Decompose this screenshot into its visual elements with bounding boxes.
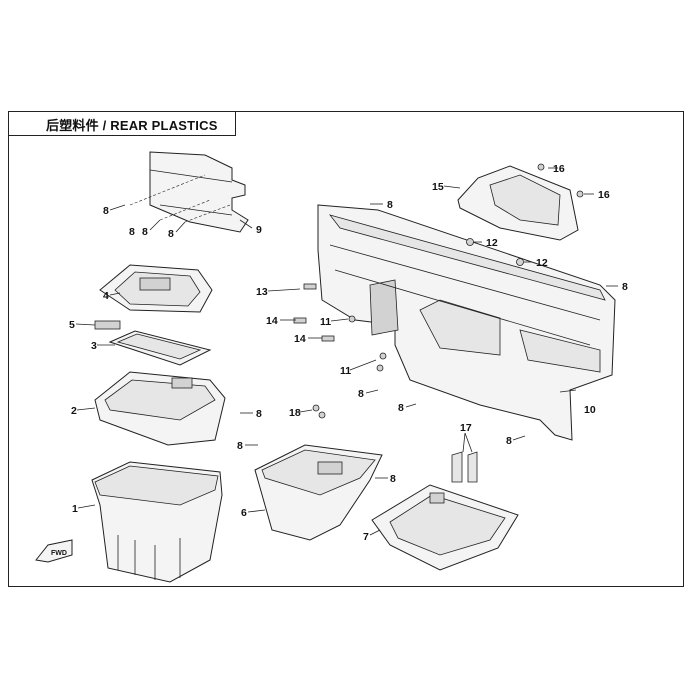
tab-13 (303, 283, 317, 290)
callout-11a: 11 (320, 316, 331, 328)
part-5-strip (94, 320, 121, 330)
fastener-16a (537, 163, 545, 171)
fastener-16b (576, 190, 584, 198)
part-10-rear-panel (317, 204, 616, 441)
fastener-12a (466, 238, 474, 246)
page-title: 后塑料件 / REAR PLASTICS (46, 118, 218, 133)
callout-1: 1 (72, 503, 78, 515)
callout-4: 4 (103, 290, 109, 302)
callout-12b: 12 (536, 257, 548, 269)
part-17-clips (451, 451, 478, 483)
callout-8j: 8 (237, 440, 243, 452)
fastener-11c (376, 364, 384, 372)
callout-18: 18 (289, 407, 301, 419)
callout-14a: 14 (266, 315, 278, 327)
callout-5: 5 (69, 319, 75, 331)
callout-6: 6 (241, 507, 247, 519)
fwd-label: FWD (51, 550, 67, 557)
fastener-group (293, 163, 584, 419)
fwd-badge: FWD (35, 539, 73, 563)
callout-13: 13 (256, 286, 268, 298)
part-4-tray (99, 264, 213, 313)
diagram-frame (8, 111, 684, 587)
callout-8l: 8 (129, 226, 135, 238)
tab-14a (293, 317, 307, 324)
tab-14b (321, 335, 335, 342)
callout-15: 15 (432, 181, 444, 193)
callout-10: 10 (584, 404, 596, 416)
part-2-upper-box (94, 371, 226, 446)
part-3-gasket (108, 330, 212, 366)
part-9-trim-panel (149, 151, 249, 233)
callout-9: 9 (256, 224, 262, 236)
fastener-11a (348, 315, 356, 323)
callout-8f: 8 (358, 388, 364, 400)
callout-labels: 1 2 3 4 5 6 7 8 8 8 8 8 8 8 8 8 8 8 8 9 … (69, 163, 628, 543)
leader-lines (75, 167, 618, 536)
part-6-center-box (254, 444, 383, 541)
callout-8b: 8 (142, 226, 148, 238)
callout-14b: 14 (294, 333, 306, 345)
callout-8e: 8 (622, 281, 628, 293)
fastener-11b (379, 352, 387, 360)
title-box (8, 111, 236, 136)
fastener-18b (318, 411, 326, 419)
part-7-lower-tray (371, 484, 519, 571)
callout-2: 2 (71, 405, 77, 417)
callout-12a: 12 (486, 237, 498, 249)
callout-3: 3 (91, 340, 97, 352)
callout-8k: 8 (390, 473, 396, 485)
callout-11b: 11 (340, 365, 351, 377)
callout-8d: 8 (387, 199, 393, 211)
callout-16b: 16 (598, 189, 610, 201)
callout-7: 7 (363, 531, 369, 543)
callout-8c: 8 (168, 228, 174, 240)
callout-8h: 8 (506, 435, 512, 447)
part-15-cover (457, 165, 579, 241)
callout-8a: 8 (103, 205, 109, 217)
fastener-12b (516, 258, 524, 266)
callout-8i: 8 (256, 408, 262, 420)
fastener-18a (312, 404, 320, 412)
callout-8g: 8 (398, 402, 404, 414)
callout-16a: 16 (553, 163, 565, 175)
callout-17: 17 (460, 422, 472, 434)
part-1-storage-bin (91, 461, 223, 583)
